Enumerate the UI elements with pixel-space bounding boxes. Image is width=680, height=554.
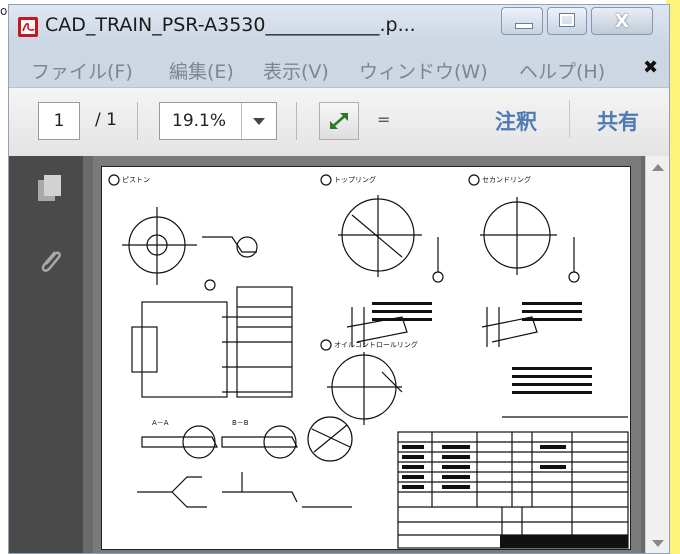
minimize-icon [515, 23, 533, 29]
cad-drawing: ピストン トップリング セカンドリング オイルコントロールリング A－A B－B [108, 174, 629, 549]
menu-file[interactable]: ファイル(F) [31, 61, 133, 83]
menu-window[interactable]: ウィンドウ(W) [359, 61, 488, 83]
zoom-select[interactable]: 19.1% [159, 102, 277, 140]
close-button[interactable]: X [591, 7, 653, 35]
drawing-label-piston: ピストン [122, 176, 150, 184]
zoom-value: 19.1% [172, 111, 227, 131]
drawing-label-oil-ring: オイルコントロールリング [334, 340, 418, 349]
maximize-button[interactable] [547, 7, 587, 35]
pdf-app-icon [18, 17, 38, 37]
expand-icon [330, 113, 348, 129]
drawing-label-section-a: A－A [152, 419, 169, 427]
minimize-button[interactable] [501, 7, 543, 35]
menu-close-icon[interactable]: ✖ [643, 57, 659, 78]
pages-icon[interactable] [35, 172, 65, 204]
drawing-label-section-b: B－B [232, 419, 249, 427]
maximize-icon [559, 13, 575, 27]
scroll-up-icon[interactable] [652, 164, 664, 171]
document-viewer[interactable]: ピストン トップリング セカンドリング オイルコントロールリング A－A B－B [93, 156, 641, 553]
menu-edit[interactable]: 編集(E) [169, 61, 234, 83]
fullscreen-button[interactable] [319, 102, 359, 140]
page-total: / 1 [95, 110, 117, 130]
toolbar-divider [296, 102, 297, 140]
acrobat-window: CAD_TRAIN_PSR-A3530____________.p... X フ… [8, 4, 670, 554]
menu-bar: ファイル(F) 編集(E) 表示(V) ウィンドウ(W) ヘルプ(H) ✖ [9, 51, 669, 85]
window-title: CAD_TRAIN_PSR-A3530____________.p... [45, 14, 416, 36]
share-button[interactable]: 共有 [597, 110, 639, 134]
navigation-pane [9, 156, 83, 553]
drawing-label-second-ring: セカンドリング [482, 175, 531, 184]
toolbar: 1 / 1 19.1% = 注釈 共有 [9, 87, 669, 157]
toolbar-divider [137, 102, 138, 140]
toolbar-divider [569, 100, 570, 138]
content-area: ピストン トップリング セカンドリング オイルコントロールリング A－A B－B [9, 156, 669, 553]
scroll-down-icon[interactable] [652, 540, 664, 547]
title-bar[interactable]: CAD_TRAIN_PSR-A3530____________.p... X [9, 5, 669, 45]
annotate-button[interactable]: 注釈 [495, 110, 537, 134]
close-icon: X [615, 11, 629, 32]
page-number-input[interactable]: 1 [38, 102, 80, 140]
edge-mark: o [0, 4, 8, 18]
drawing-label-top-ring: トップリング [334, 175, 376, 184]
pdf-page: ピストン トップリング セカンドリング オイルコントロールリング A－A B－B [101, 166, 631, 550]
chevron-down-icon[interactable] [241, 103, 276, 139]
vertical-scrollbar[interactable] [645, 156, 669, 553]
menu-help[interactable]: ヘルプ(H) [519, 61, 606, 83]
more-tools-button[interactable]: = [377, 110, 391, 129]
attachment-icon[interactable] [35, 246, 65, 278]
menu-view[interactable]: 表示(V) [263, 61, 329, 83]
